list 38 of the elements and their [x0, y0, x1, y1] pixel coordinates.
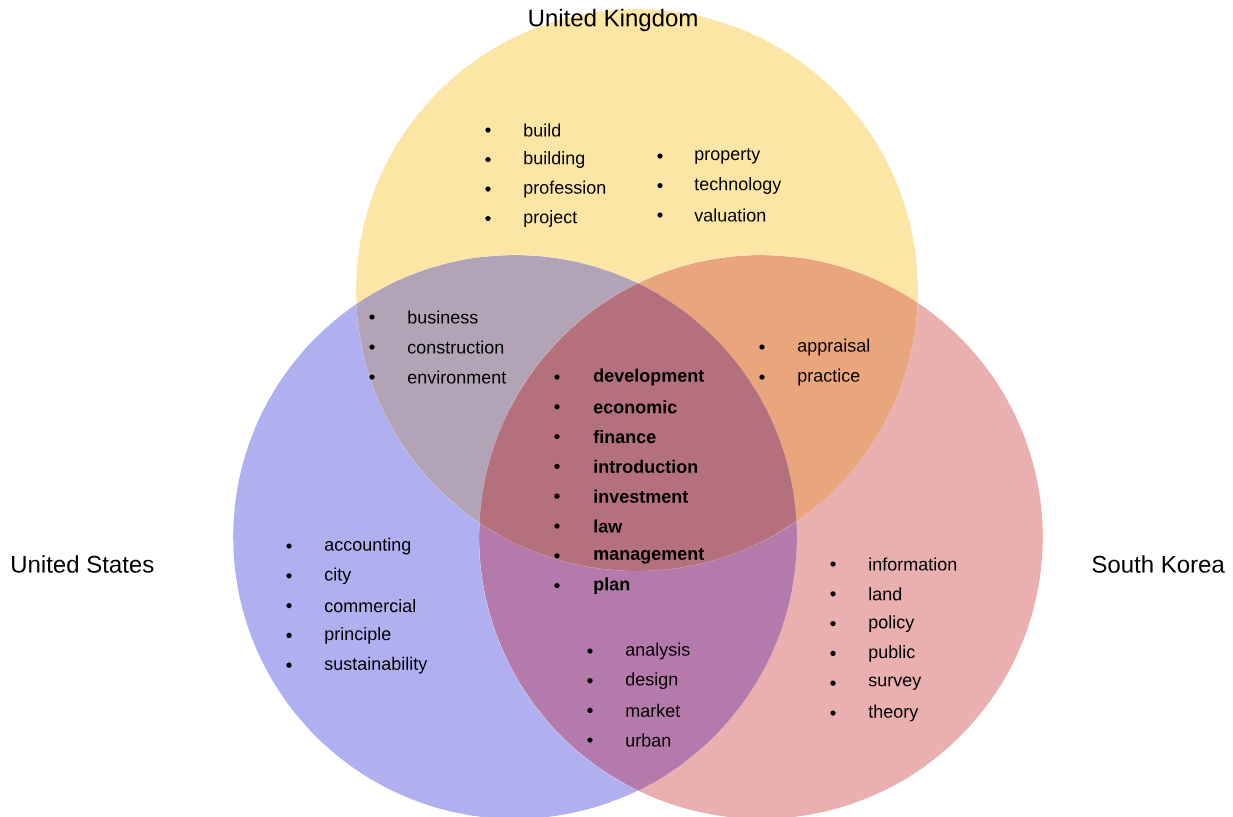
circle-heading: United States: [12, 555, 154, 573]
circle-heading: United Kingdom: [529, 8, 697, 32]
list-item: information: [869, 557, 957, 571]
list-item: management: [594, 548, 704, 564]
list-item: environment: [408, 370, 507, 384]
list-item: accounting: [325, 537, 411, 555]
list-item: business: [408, 310, 478, 324]
list-item: development: [593, 368, 704, 386]
list-item: theory: [868, 704, 919, 722]
list-item: build: [524, 123, 561, 137]
list-item: plan: [594, 577, 630, 594]
list-item: property: [695, 148, 761, 164]
list-item: market: [626, 703, 681, 717]
list-item: appraisal: [798, 338, 870, 356]
list-item: finance: [593, 430, 656, 444]
list-item: economic: [593, 400, 677, 414]
list-item: law: [594, 519, 623, 533]
list-item: commercial: [325, 599, 415, 613]
list-item: design: [625, 672, 678, 690]
list-item: technology: [694, 177, 782, 194]
circle-heading: South Korea: [1092, 555, 1225, 573]
list-item: building: [524, 151, 585, 168]
list-item: principle: [325, 627, 391, 644]
list-item: survey: [868, 676, 922, 690]
list-item: project: [524, 210, 578, 227]
list-item: valuation: [694, 208, 766, 222]
list-item: sustainability: [324, 656, 428, 674]
list-item: analysis: [626, 642, 690, 660]
list-item: practice: [798, 368, 860, 386]
list-item: investment: [594, 489, 688, 503]
list-item: introduction: [594, 459, 698, 473]
list-item: policy: [869, 615, 915, 632]
list-item: public: [869, 645, 915, 662]
list-item: construction: [408, 340, 504, 354]
list-item: land: [869, 587, 902, 601]
list-item: city: [325, 567, 352, 585]
list-item: urban: [626, 733, 671, 747]
list-item: profession: [524, 180, 606, 198]
